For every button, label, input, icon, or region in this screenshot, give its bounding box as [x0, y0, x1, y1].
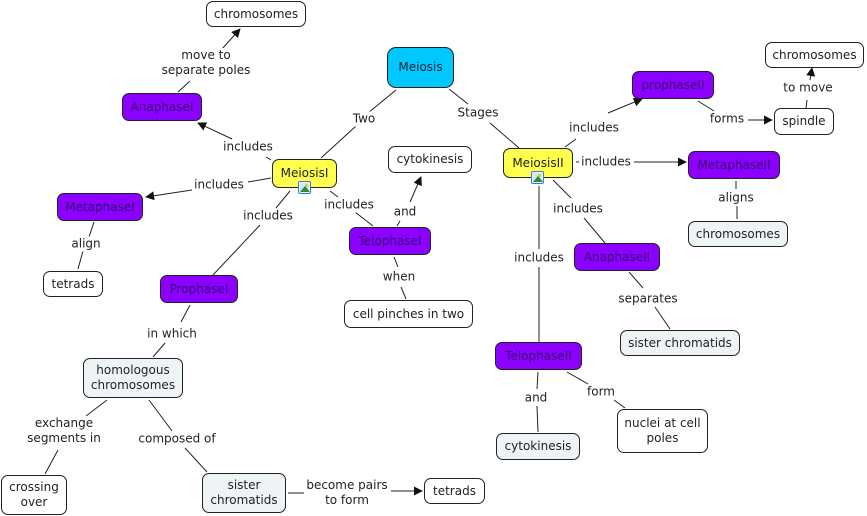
node-prophase-ii[interactable]: prophaseII [632, 71, 714, 99]
link-label-includes[interactable]: includes [192, 177, 246, 193]
link-label-when[interactable]: when [380, 269, 418, 285]
line-move-chromosomes [221, 28, 241, 50]
link-label-includes[interactable]: includes [579, 154, 633, 170]
line-telophase2-and [536, 371, 539, 390]
node-metaphase-i[interactable]: MetaphaseI [57, 193, 143, 221]
node-tetrads-bottom[interactable]: tetrads [424, 478, 485, 504]
line-includes-anaphase2 [583, 217, 606, 244]
link-label-move-to-poles[interactable]: move to separate poles [159, 48, 253, 78]
line-prophase1-inwhich [180, 304, 191, 323]
link-label-form[interactable]: form [585, 384, 617, 400]
line-tomove-chromosomes [806, 67, 816, 81]
line-includes-prophase2 [607, 97, 643, 114]
node-nuclei-at-poles[interactable]: nuclei at cell poles [617, 409, 708, 453]
node-meiosis[interactable]: Meiosis [387, 47, 454, 88]
node-metaphase-ii[interactable]: MetaphaseII [688, 151, 780, 179]
line-includes-telophase1 [354, 211, 374, 227]
line-form-nuclei [613, 399, 626, 409]
node-telophase-i[interactable]: TelophaseI [349, 227, 431, 255]
link-label-in-which[interactable]: in which [145, 326, 199, 342]
node-sister-chromatids-i[interactable]: sister chromatids [202, 473, 286, 513]
line-telophase1-and [396, 220, 401, 227]
link-label-separates[interactable]: separates [616, 291, 680, 307]
link-label-and[interactable]: and [391, 204, 419, 220]
line-spindle-tomove [805, 99, 808, 109]
line-align-tetrads [77, 250, 84, 270]
link-label-become-pairs[interactable]: become pairs to form [304, 478, 390, 508]
node-homologous-chromosomes[interactable]: homologous chromosomes [83, 358, 183, 398]
node-sister-chromatids-ii[interactable]: sister chromatids [620, 330, 740, 356]
line-anaphase2-separates [628, 271, 644, 289]
line-m1-includes-t [329, 190, 339, 198]
link-label-stages[interactable]: Stages [455, 105, 501, 121]
line-telophase1-when [393, 256, 399, 268]
node-prophase-i[interactable]: ProphaseI [160, 275, 238, 303]
node-chromosomes-top[interactable]: chromosomes [206, 1, 306, 27]
line-meiosis-two [367, 89, 397, 114]
line-m1-includes-p [275, 190, 291, 209]
link-label-and[interactable]: and [522, 390, 550, 406]
line-when-cellpinches [400, 286, 407, 300]
line-telophase2-form [566, 371, 589, 385]
line-homologous-exchange [85, 399, 108, 417]
line-includes-prophase1 [212, 224, 261, 276]
link-label-includes[interactable]: includes [512, 250, 566, 266]
link-label-aligns[interactable]: aligns [716, 190, 756, 206]
line-stages-meiosis2 [489, 122, 520, 149]
line-includes-metaphase1 [145, 189, 193, 201]
line-metaphase1-align [88, 221, 95, 238]
link-label-to-move[interactable]: to move [781, 80, 835, 96]
line-and-cytokinesis1 [409, 176, 422, 203]
node-anaphase-i[interactable]: AnaphaseI [122, 93, 202, 121]
link-label-includes[interactable]: includes [551, 201, 605, 217]
line-composed-sister [184, 447, 208, 473]
link-label-exchange-segments[interactable]: exchange segments in [25, 416, 103, 446]
link-label-composed-of[interactable]: composed of [136, 431, 218, 447]
link-label-align[interactable]: align [69, 236, 103, 252]
node-meiosis-ii[interactable]: MeiosisII [503, 148, 573, 178]
line-inwhich-homologous [152, 342, 166, 358]
node-chromosomes-topright[interactable]: chromosomes [765, 42, 864, 68]
node-cell-pinches[interactable]: cell pinches in two [344, 300, 473, 328]
node-anaphase-ii[interactable]: AnaphaseII [574, 243, 660, 271]
line-homologous-composed [148, 399, 173, 432]
line-m2-includes-a [552, 179, 572, 199]
link-label-forms[interactable]: forms [707, 111, 747, 127]
line-m1-includes-m [247, 177, 272, 183]
line-and-cytokinesis2 [536, 405, 539, 433]
link-label-includes[interactable]: includes [322, 197, 376, 213]
node-cytokinesis-ii[interactable]: cytokinesis [496, 433, 580, 460]
node-spindle[interactable]: spindle [774, 108, 834, 135]
image-icon[interactable] [298, 181, 311, 194]
link-label-two[interactable]: Two [350, 111, 378, 127]
node-cytokinesis-i[interactable]: cytokinesis [388, 146, 472, 173]
link-label-includes[interactable]: includes [221, 139, 275, 155]
line-includes-anaphase1 [197, 122, 233, 140]
node-telophase-ii[interactable]: TelophaseII [495, 342, 582, 370]
line-meiosis-stages [448, 88, 469, 105]
line-exchange-crossing [44, 449, 59, 475]
node-meiosis-i[interactable]: MeiosisI [272, 159, 337, 188]
line-two-meiosis1 [320, 125, 357, 159]
line-prophase2-forms [697, 100, 715, 112]
node-chromosomes-m2[interactable]: chromosomes [688, 221, 788, 247]
line-separates-sister [654, 306, 671, 330]
line-m2-includes-p [564, 138, 577, 148]
image-icon[interactable] [531, 171, 544, 184]
link-label-includes[interactable]: includes [567, 120, 621, 136]
node-crossing-over[interactable]: crossing over [1, 475, 67, 515]
line-anaphase1-move [177, 80, 191, 93]
node-tetrads-left[interactable]: tetrads [43, 271, 103, 297]
link-label-includes[interactable]: includes [241, 208, 295, 224]
line-m1-includes-a [265, 156, 272, 161]
